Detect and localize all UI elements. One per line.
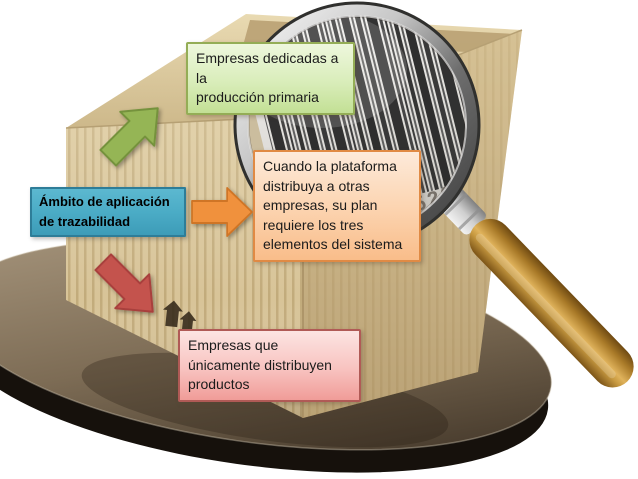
- callout-platform-distribution: Cuando la plataforma distribuya a otras …: [253, 150, 421, 262]
- magnifier-handle: [436, 184, 634, 388]
- arrow-to-distribution-only: [94, 253, 154, 313]
- arrow-to-platform-distribution: [191, 187, 253, 237]
- scope-label-box: Ámbito de aplicación de trazabilidad: [30, 187, 186, 237]
- arrow-to-primary-production: [99, 107, 159, 167]
- callout-primary-production: Empresas dedicadas a la producción prima…: [186, 42, 355, 115]
- callout-distribution-only: Empresas que únicamente distribuyen prod…: [178, 329, 361, 402]
- this-way-up-icon: [162, 300, 197, 335]
